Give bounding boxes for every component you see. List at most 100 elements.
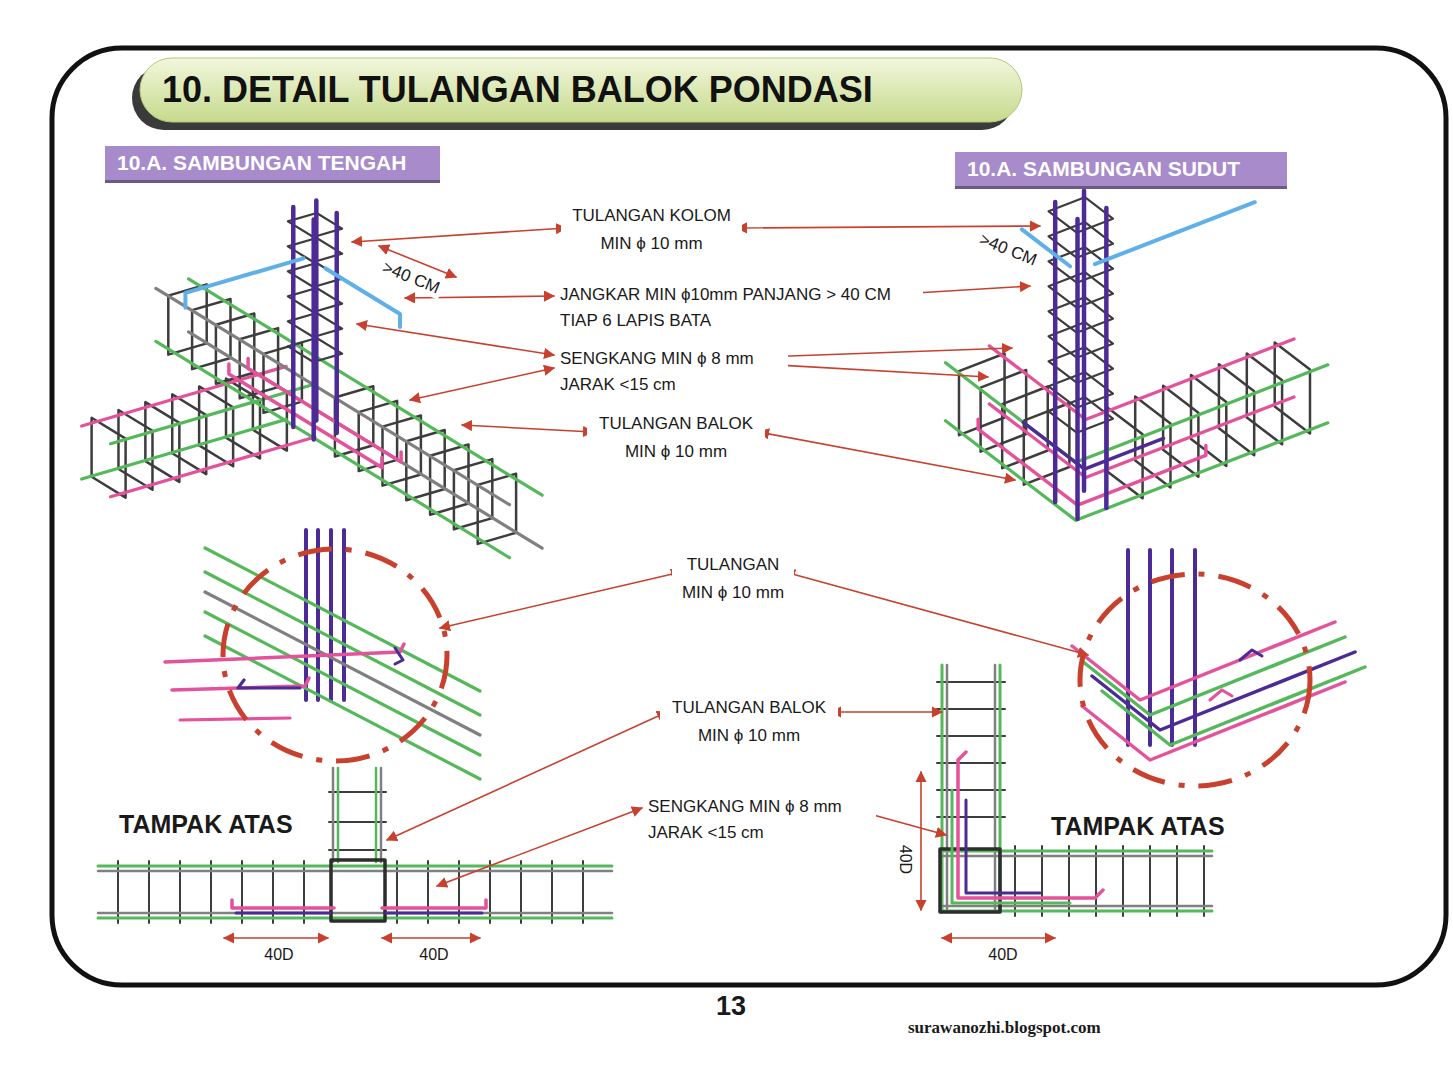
rebar (989, 339, 1294, 420)
rebar (386, 912, 482, 915)
rebar (978, 419, 1206, 505)
stirrup (1049, 197, 1113, 232)
title-banner (140, 58, 1022, 122)
dimension-line (942, 937, 1055, 939)
section-band: 10.A. SAMBUNGAN SUDUT (955, 152, 1287, 186)
stirrup (168, 284, 206, 354)
leader-line (410, 368, 554, 400)
rebar (1092, 652, 1355, 730)
rebar (189, 332, 543, 548)
column-bar (1104, 208, 1109, 508)
callout-label: TULANGAN BALOK MIN ϕ 10 mm (660, 694, 838, 750)
corner-plan-view (937, 665, 1212, 916)
dimension-line (224, 937, 328, 939)
detail-circle (1080, 574, 1310, 786)
dimension-line (920, 772, 922, 910)
column-bar (334, 213, 339, 433)
rebar (156, 341, 510, 557)
rebar (111, 384, 315, 444)
stirrup (1191, 375, 1226, 466)
callout-label: TULANGAN MIN ϕ 10 mm (672, 551, 794, 607)
stirrup (1247, 353, 1282, 444)
corner-cage (946, 191, 1328, 520)
leader-line (760, 348, 1012, 357)
callout-label: TULANGAN KOLOM MIN ϕ 10 mm (561, 202, 742, 258)
stirrup (1049, 322, 1113, 357)
column-bar (1126, 550, 1130, 745)
leader-line (737, 226, 1040, 228)
tee-junction-cage (82, 200, 542, 557)
rebar (238, 680, 300, 688)
stirrup (1049, 347, 1113, 382)
column-bar (1053, 202, 1058, 502)
stirrup (1219, 364, 1254, 455)
rebar (966, 800, 1040, 893)
leader-lines (224, 226, 1088, 938)
detail-circle (223, 549, 447, 761)
rebar (82, 366, 286, 426)
rebar (98, 917, 612, 920)
stirrup (406, 430, 444, 500)
callout-label: TULANGAN BALOK MIN ϕ 10 mm (587, 410, 765, 466)
view-label: TAMPAK ATAS (1048, 812, 1228, 841)
rebar (382, 900, 486, 908)
stirrup (430, 445, 468, 515)
stirrup (199, 386, 233, 466)
tee-detail (165, 530, 480, 779)
callout-label: JANGKAR MIN ϕ10mm PANJANG > 40 CM TIAP 6… (557, 282, 923, 334)
stirrup (478, 474, 516, 544)
rebar (1072, 622, 1335, 700)
leader-line (437, 808, 642, 886)
callout-label: SENGKANG MIN ϕ 8 mm JARAK <15 cm (557, 346, 788, 398)
column-bar (1075, 219, 1080, 519)
rebar (205, 548, 480, 691)
page-frame (52, 48, 1446, 985)
stirrup (1024, 403, 1070, 485)
leader-line (462, 425, 593, 432)
corner-detail (1072, 550, 1365, 786)
rebar (1210, 690, 1232, 700)
anchor-bar (1095, 202, 1255, 264)
rebar (82, 419, 286, 479)
dimension-line (382, 937, 480, 939)
dimension-label: 40D (896, 842, 915, 877)
dimension-label: >40 CM (377, 256, 446, 299)
rebar (232, 900, 334, 908)
rebar (236, 912, 330, 915)
rebar (337, 768, 340, 862)
stirrup (1049, 297, 1113, 332)
rebar (165, 644, 404, 662)
stirrup (1049, 372, 1113, 407)
rebar (189, 279, 543, 495)
rebar (248, 358, 401, 462)
stirrup (145, 402, 179, 482)
rebar (98, 870, 612, 873)
rebar (940, 855, 1212, 858)
rebar (229, 364, 382, 468)
column-bar (1082, 191, 1087, 491)
leader-line (760, 364, 988, 377)
section-band: 10.A. SAMBUNGAN TENGAH (105, 146, 440, 180)
rebar (1082, 682, 1345, 760)
leader-line (759, 432, 1015, 480)
leader-line (831, 711, 942, 713)
column-bar (316, 530, 320, 700)
stirrup (172, 394, 206, 474)
dimension-label: 40D (256, 945, 302, 964)
section-heading: 10.A. SAMBUNGAN SUDUT (967, 156, 1240, 182)
stirrup (1049, 247, 1113, 282)
rebar (332, 768, 335, 862)
stirrup (92, 418, 126, 498)
leader-line (785, 572, 1088, 655)
stirrup (1049, 222, 1113, 257)
rebar (994, 665, 997, 912)
rebar (1240, 650, 1262, 660)
rebar (98, 912, 612, 915)
stirrup (335, 386, 373, 456)
rebar (205, 612, 480, 755)
column-bar (311, 220, 316, 440)
stirrup (454, 459, 492, 529)
dimension-label: >40 CM (974, 228, 1043, 271)
stirrup (216, 314, 254, 384)
rebar (180, 718, 290, 720)
